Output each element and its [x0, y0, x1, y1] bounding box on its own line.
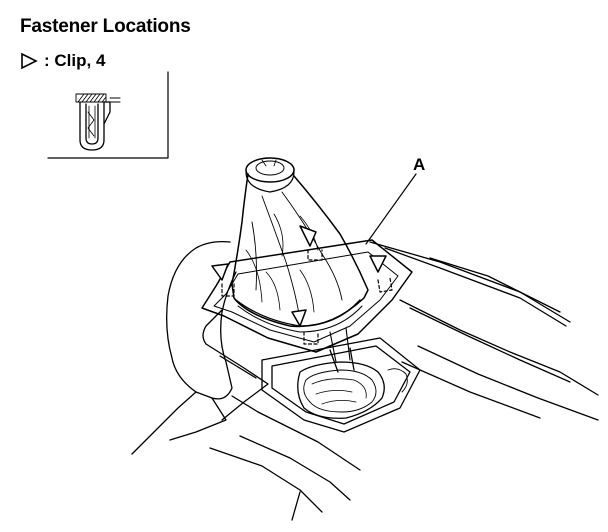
clip-positions	[221, 249, 393, 345]
shift-gate	[261, 337, 421, 433]
legend-label: : Clip, 4	[44, 51, 106, 70]
console-outline	[209, 241, 599, 521]
callout-label-a: A	[413, 155, 426, 174]
fastener-legend: : Clip, 4	[20, 50, 105, 72]
clip-marker-icon	[291, 309, 307, 327]
clip-marker-icon	[299, 225, 317, 247]
panel-hatching	[75, 93, 107, 103]
triangle-marker-icon	[21, 52, 38, 70]
clip-detail-inset	[47, 71, 169, 159]
callout-leader	[365, 173, 417, 245]
shift-boot	[231, 157, 369, 333]
shift-lever-shaft	[329, 327, 351, 363]
page-title: Fastener Locations	[20, 16, 191, 37]
clip-marker-icon	[211, 263, 229, 281]
clip-markers	[211, 225, 387, 327]
clip-marker-icon	[369, 255, 387, 273]
boot-trim-ring	[201, 239, 413, 353]
side-panel	[131, 240, 269, 455]
